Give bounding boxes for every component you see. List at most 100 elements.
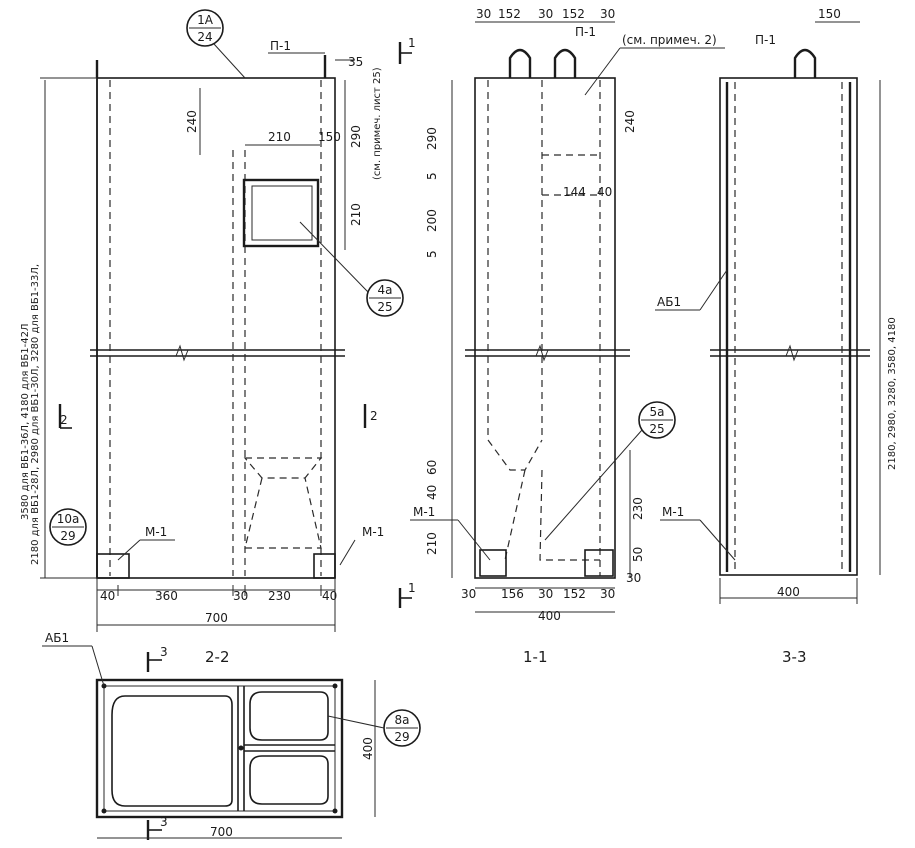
dim-40-b: 40 bbox=[322, 589, 337, 603]
s11-hopper bbox=[487, 439, 543, 471]
s11-dim-210: 210 bbox=[425, 532, 439, 555]
callout-1a-mark: 1А bbox=[197, 13, 214, 27]
front-view: 1А 24 4а 25 10а 29 П-1 М-1 М-1 1 1 2 2 bbox=[20, 9, 416, 632]
title-section-3-3: 3-3 bbox=[782, 648, 807, 666]
s11-dim-60: 60 bbox=[425, 460, 439, 475]
s11-dim-40: 40 bbox=[597, 185, 612, 199]
heights-note-2: 3580 для ВБ1-36Л, 4180 для ВБ1-42Л bbox=[20, 324, 31, 520]
s33-label-m1: М-1 bbox=[662, 505, 684, 519]
dim-240-front: 240 bbox=[185, 110, 199, 133]
s11-dim-30-g: 30 bbox=[600, 587, 615, 601]
s22-cell-left bbox=[111, 695, 233, 807]
s11-dim-30-d: 30 bbox=[626, 571, 641, 585]
callout-8a-sheet: 29 bbox=[394, 730, 409, 744]
s11-dim-152-a: 152 bbox=[498, 7, 521, 21]
s11-dim-230: 230 bbox=[631, 497, 645, 520]
dim-35: 35 bbox=[348, 55, 363, 69]
label-p1-front: П-1 bbox=[270, 39, 291, 53]
s11-dim-50: 50 bbox=[631, 547, 645, 562]
callout-4a-leader bbox=[299, 221, 369, 293]
s22-sec3-bottom-label: 3 bbox=[160, 815, 168, 829]
s22-label-ab1: АБ1 bbox=[45, 631, 69, 645]
s11-plate-left bbox=[479, 549, 507, 577]
callout-8a-mark: 8а bbox=[395, 713, 410, 727]
s11-dim-152-c: 152 bbox=[563, 587, 586, 601]
s11-dim-156: 156 bbox=[501, 587, 524, 601]
dim-230-front: 230 bbox=[268, 589, 291, 603]
front-plate-left bbox=[96, 553, 130, 579]
front-hopper-top bbox=[243, 457, 323, 479]
callout-10a bbox=[49, 508, 87, 546]
section-1-bottom-label: 1 bbox=[408, 581, 416, 595]
note-sheet25: (см. примеч. лист 25) bbox=[372, 67, 383, 180]
s22-cell-lower bbox=[249, 755, 329, 805]
s11-dim-30-f: 30 bbox=[538, 587, 553, 601]
s11-dim-152-b: 152 bbox=[562, 7, 585, 21]
callout-4a-mark: 4а bbox=[378, 283, 393, 297]
callout-8a-leader bbox=[327, 715, 385, 729]
s11-label-p1: П-1 bbox=[575, 25, 596, 39]
dim-210-front: 210 bbox=[268, 130, 291, 144]
dim-210-front-v: 210 bbox=[349, 203, 363, 226]
label-m1-front-right: М-1 bbox=[362, 525, 384, 539]
s22-dim-400: 400 bbox=[361, 737, 375, 760]
s11-loop-right bbox=[553, 48, 577, 78]
s11-dim-200: 200 bbox=[425, 209, 439, 232]
s11-dim-240: 240 bbox=[623, 110, 637, 133]
front-window-inner bbox=[251, 185, 313, 241]
s22-inner bbox=[103, 685, 336, 812]
s11-label-m1: М-1 bbox=[413, 505, 435, 519]
s11-dim-144: 144 bbox=[563, 185, 586, 199]
dim-700-front: 700 bbox=[205, 611, 228, 625]
s22-sec3-top-label: 3 bbox=[160, 645, 168, 659]
callout-1a-leader bbox=[213, 43, 246, 79]
s11-outline bbox=[474, 77, 616, 579]
s22-outline bbox=[95, 678, 344, 819]
callout-10a-mark: 10а bbox=[57, 512, 80, 526]
dim-150-front: 150 bbox=[318, 130, 341, 144]
title-section-2-2: 2-2 bbox=[205, 648, 230, 666]
callout-1a-sheet: 24 bbox=[197, 30, 212, 44]
label-m1-front-left: М-1 bbox=[145, 525, 167, 539]
callout-4a-sheet: 25 bbox=[377, 300, 392, 314]
s11-dim-5-a: 5 bbox=[425, 172, 439, 180]
callout-4a bbox=[366, 279, 404, 317]
s11-note-2: (см. примеч. 2) bbox=[622, 33, 717, 47]
callout-5a-leader bbox=[544, 429, 643, 541]
heights-note-1: 2180 для ВБ1-28Л, 2980 для ВБ1-30Л, 3280… bbox=[30, 264, 41, 565]
dim-40-a: 40 bbox=[100, 589, 115, 603]
section-1-1: 5а 25 П-1 (см. примеч. 2) М-1 30 152 30 … bbox=[410, 7, 725, 666]
s11-dim-40-v: 40 bbox=[425, 485, 439, 500]
s11-plate-right bbox=[584, 549, 614, 577]
front-hopper-body bbox=[244, 477, 322, 549]
callout-5a-mark: 5а bbox=[650, 405, 665, 419]
section-1-top-label: 1 bbox=[408, 36, 416, 50]
s11-loop-left bbox=[508, 48, 532, 78]
section-2-left-label: 2 bbox=[60, 413, 68, 427]
section-3-3: П-1 150 АБ1 М-1 400 2180, 2980, 3280, 35… bbox=[655, 7, 898, 666]
s33-dim-150: 150 bbox=[818, 7, 841, 21]
dim-30-a: 30 bbox=[233, 589, 248, 603]
s33-outline bbox=[719, 77, 858, 576]
s11-dim-30-b: 30 bbox=[538, 7, 553, 21]
callout-5a bbox=[638, 401, 676, 439]
s33-heights: 2180, 2980, 3280, 3580, 4180 bbox=[887, 317, 898, 470]
s22-cell-upper bbox=[249, 691, 329, 741]
callout-5a-sheet: 25 bbox=[649, 422, 664, 436]
dim-290-front: 290 bbox=[349, 125, 363, 148]
section-2-right-label: 2 bbox=[370, 409, 378, 423]
title-section-1-1: 1-1 bbox=[523, 648, 548, 666]
s33-label-p1: П-1 bbox=[755, 33, 776, 47]
callout-1a bbox=[186, 9, 224, 47]
front-window bbox=[242, 178, 320, 248]
s22-dim-700: 700 bbox=[210, 825, 233, 839]
front-break-mark bbox=[175, 344, 189, 362]
s33-label-ab1: АБ1 bbox=[657, 295, 681, 309]
s11-dim-400: 400 bbox=[538, 609, 561, 623]
s11-dim-5-b: 5 bbox=[425, 250, 439, 258]
section-2-2: 3 3 700 400 АБ1 8а 29 2-2 bbox=[42, 631, 421, 840]
s11-dim-30-c: 30 bbox=[600, 7, 615, 21]
front-plate-right bbox=[313, 553, 336, 579]
callout-10a-sheet: 29 bbox=[60, 529, 75, 543]
